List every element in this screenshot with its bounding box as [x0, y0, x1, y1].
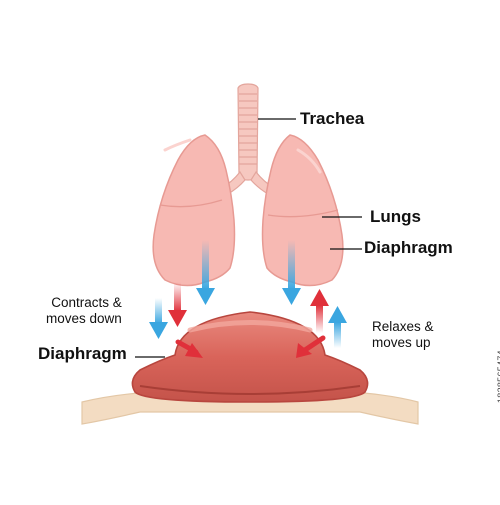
label-lungs: Lungs: [370, 207, 421, 226]
air-flow-arrows: [149, 240, 347, 348]
blue-arrow-up: [334, 322, 341, 348]
red-arrow-down: [174, 282, 181, 312]
blue-arrow-right-lung: [288, 240, 295, 290]
trachea: [221, 83, 275, 195]
label-diaphragm-right: Diaphragm: [364, 238, 453, 257]
label-contracts: Contracts & moves down: [46, 295, 122, 327]
right-lung: [261, 134, 344, 287]
label-contracts-line1: Contracts &: [51, 295, 122, 310]
label-trachea: Trachea: [300, 109, 365, 128]
label-diaphragm-left: Diaphragm: [38, 344, 127, 363]
blue-arrow-left-lung: [202, 240, 209, 290]
label-relaxes-line1: Relaxes &: [372, 319, 434, 334]
label-relaxes-line2: moves up: [372, 335, 431, 350]
blue-arrow-down: [155, 298, 162, 324]
image-id: 1828565474: [496, 350, 500, 404]
label-contracts-line2: moves down: [46, 311, 122, 326]
red-arrow-up: [316, 305, 323, 333]
diaphragm: [131, 311, 369, 403]
label-relaxes: Relaxes & moves up: [372, 319, 434, 351]
left-lung: [152, 134, 236, 287]
leader-lines: [135, 118, 362, 358]
